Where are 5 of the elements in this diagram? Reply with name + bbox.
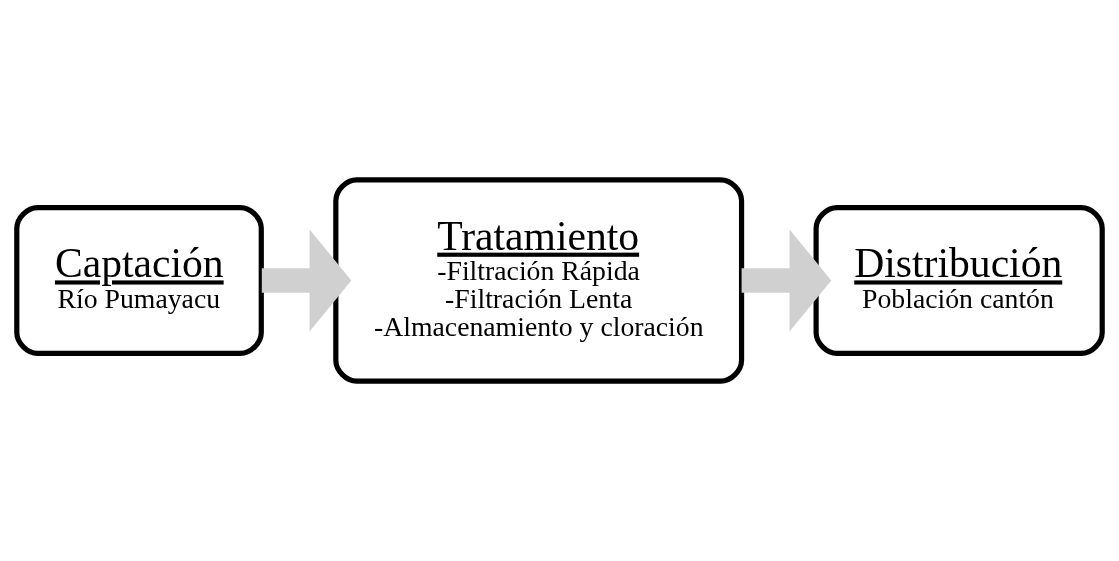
node-box: Distribución Población cantón xyxy=(813,205,1105,356)
node-box: Captación Río Pumayacu xyxy=(14,205,264,356)
node-box: Tratamiento -Filtración Rápida -Filtración Lenta -Almacenamiento y cloración xyxy=(333,177,745,384)
arrow xyxy=(261,229,352,332)
arrow xyxy=(741,229,832,332)
